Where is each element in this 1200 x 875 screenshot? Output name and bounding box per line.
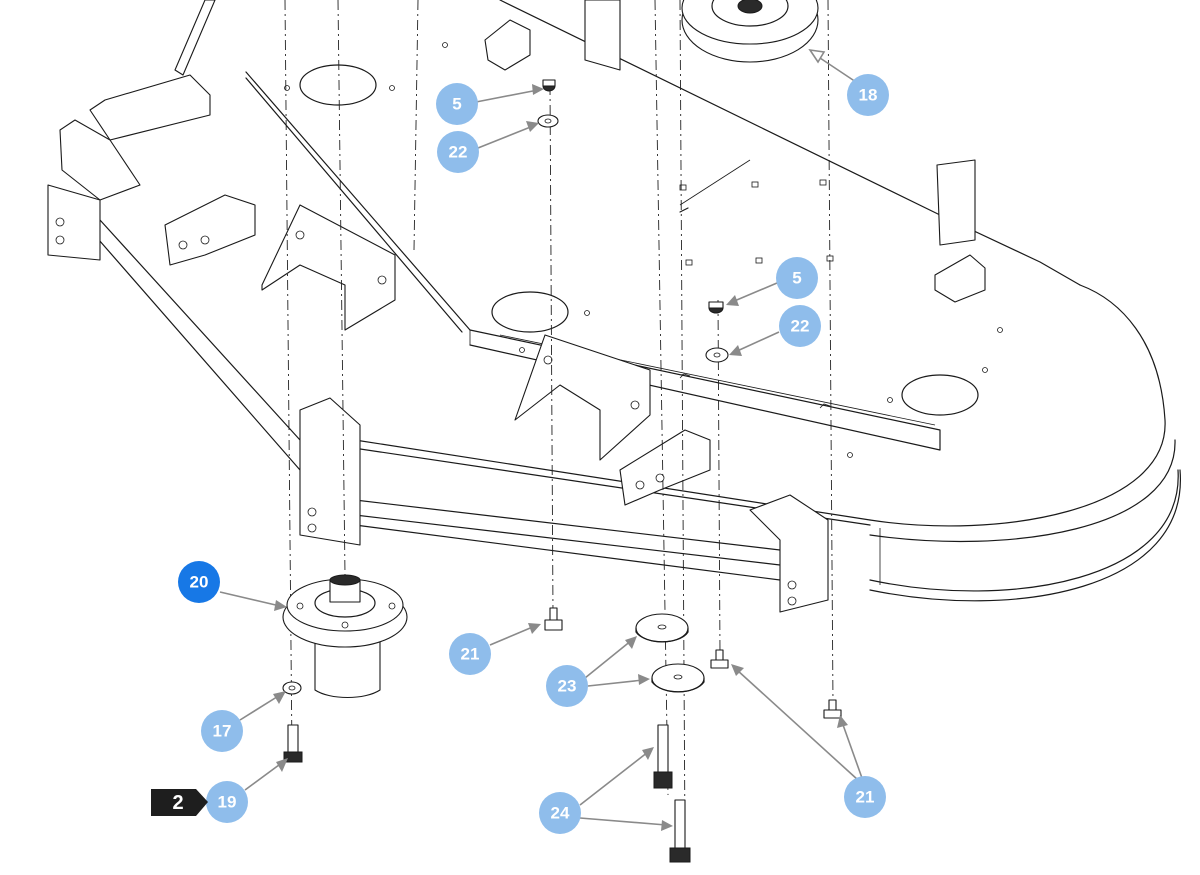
- bolt-21-right-drawing: [823, 699, 842, 719]
- nut-5-lower-drawing: [708, 301, 724, 314]
- callout-5-lower[interactable]: 5: [776, 257, 818, 299]
- callout-19-label: 19: [218, 793, 237, 812]
- bolt-19-drawing: [283, 724, 303, 763]
- nut-5-upper-drawing: [542, 79, 556, 92]
- callout-19[interactable]: 19: [206, 781, 248, 823]
- washer-17-drawing: [282, 681, 302, 695]
- callout-20[interactable]: 20: [178, 561, 220, 603]
- spacer-23-lower-drawing: [651, 663, 705, 693]
- callout-22-lower[interactable]: 22: [779, 305, 821, 347]
- callout-20-label: 20: [190, 573, 209, 592]
- washer-22-lower-drawing: [705, 347, 729, 363]
- callout-23-label: 23: [558, 677, 577, 696]
- hardware-parts: [282, 79, 842, 863]
- callout-bubbles: 18 5 22 5 22 20 21 23: [178, 74, 889, 834]
- step-tag-label: 2: [172, 792, 183, 814]
- callout-21-right[interactable]: 21: [844, 776, 886, 818]
- callout-21-left[interactable]: 21: [449, 633, 491, 675]
- leader-lines: [219, 48, 869, 831]
- bolt-24-lower-drawing: [669, 799, 691, 863]
- mower-deck-drawing: [47, 0, 1181, 613]
- callout-5-upper-label: 5: [452, 95, 461, 114]
- callout-22-upper[interactable]: 22: [437, 131, 479, 173]
- bolt-21-center-drawing: [710, 649, 729, 669]
- step-tag: 2: [151, 789, 208, 816]
- spindle-20-drawing: [282, 574, 408, 698]
- callout-21-left-label: 21: [461, 645, 480, 664]
- callout-18-label: 18: [859, 86, 878, 105]
- callout-17[interactable]: 17: [201, 710, 243, 752]
- callout-23[interactable]: 23: [546, 665, 588, 707]
- callout-21-right-label: 21: [856, 788, 875, 807]
- spacer-23-upper-drawing: [635, 613, 689, 643]
- callout-17-label: 17: [213, 722, 232, 741]
- bolt-24-upper-drawing: [653, 724, 673, 789]
- callout-22-lower-label: 22: [791, 317, 810, 336]
- callout-18[interactable]: 18: [847, 74, 889, 116]
- callout-5-upper[interactable]: 5: [436, 83, 478, 125]
- callout-24[interactable]: 24: [539, 792, 581, 834]
- callout-24-label: 24: [551, 804, 570, 823]
- assembly-centerlines: [284, 0, 834, 841]
- callout-22-upper-label: 22: [449, 143, 468, 162]
- pulley-18-drawing: [681, 0, 819, 63]
- washer-22-upper-drawing: [537, 114, 559, 128]
- bolt-21-left-drawing: [544, 607, 563, 631]
- callout-5-lower-label: 5: [792, 269, 801, 288]
